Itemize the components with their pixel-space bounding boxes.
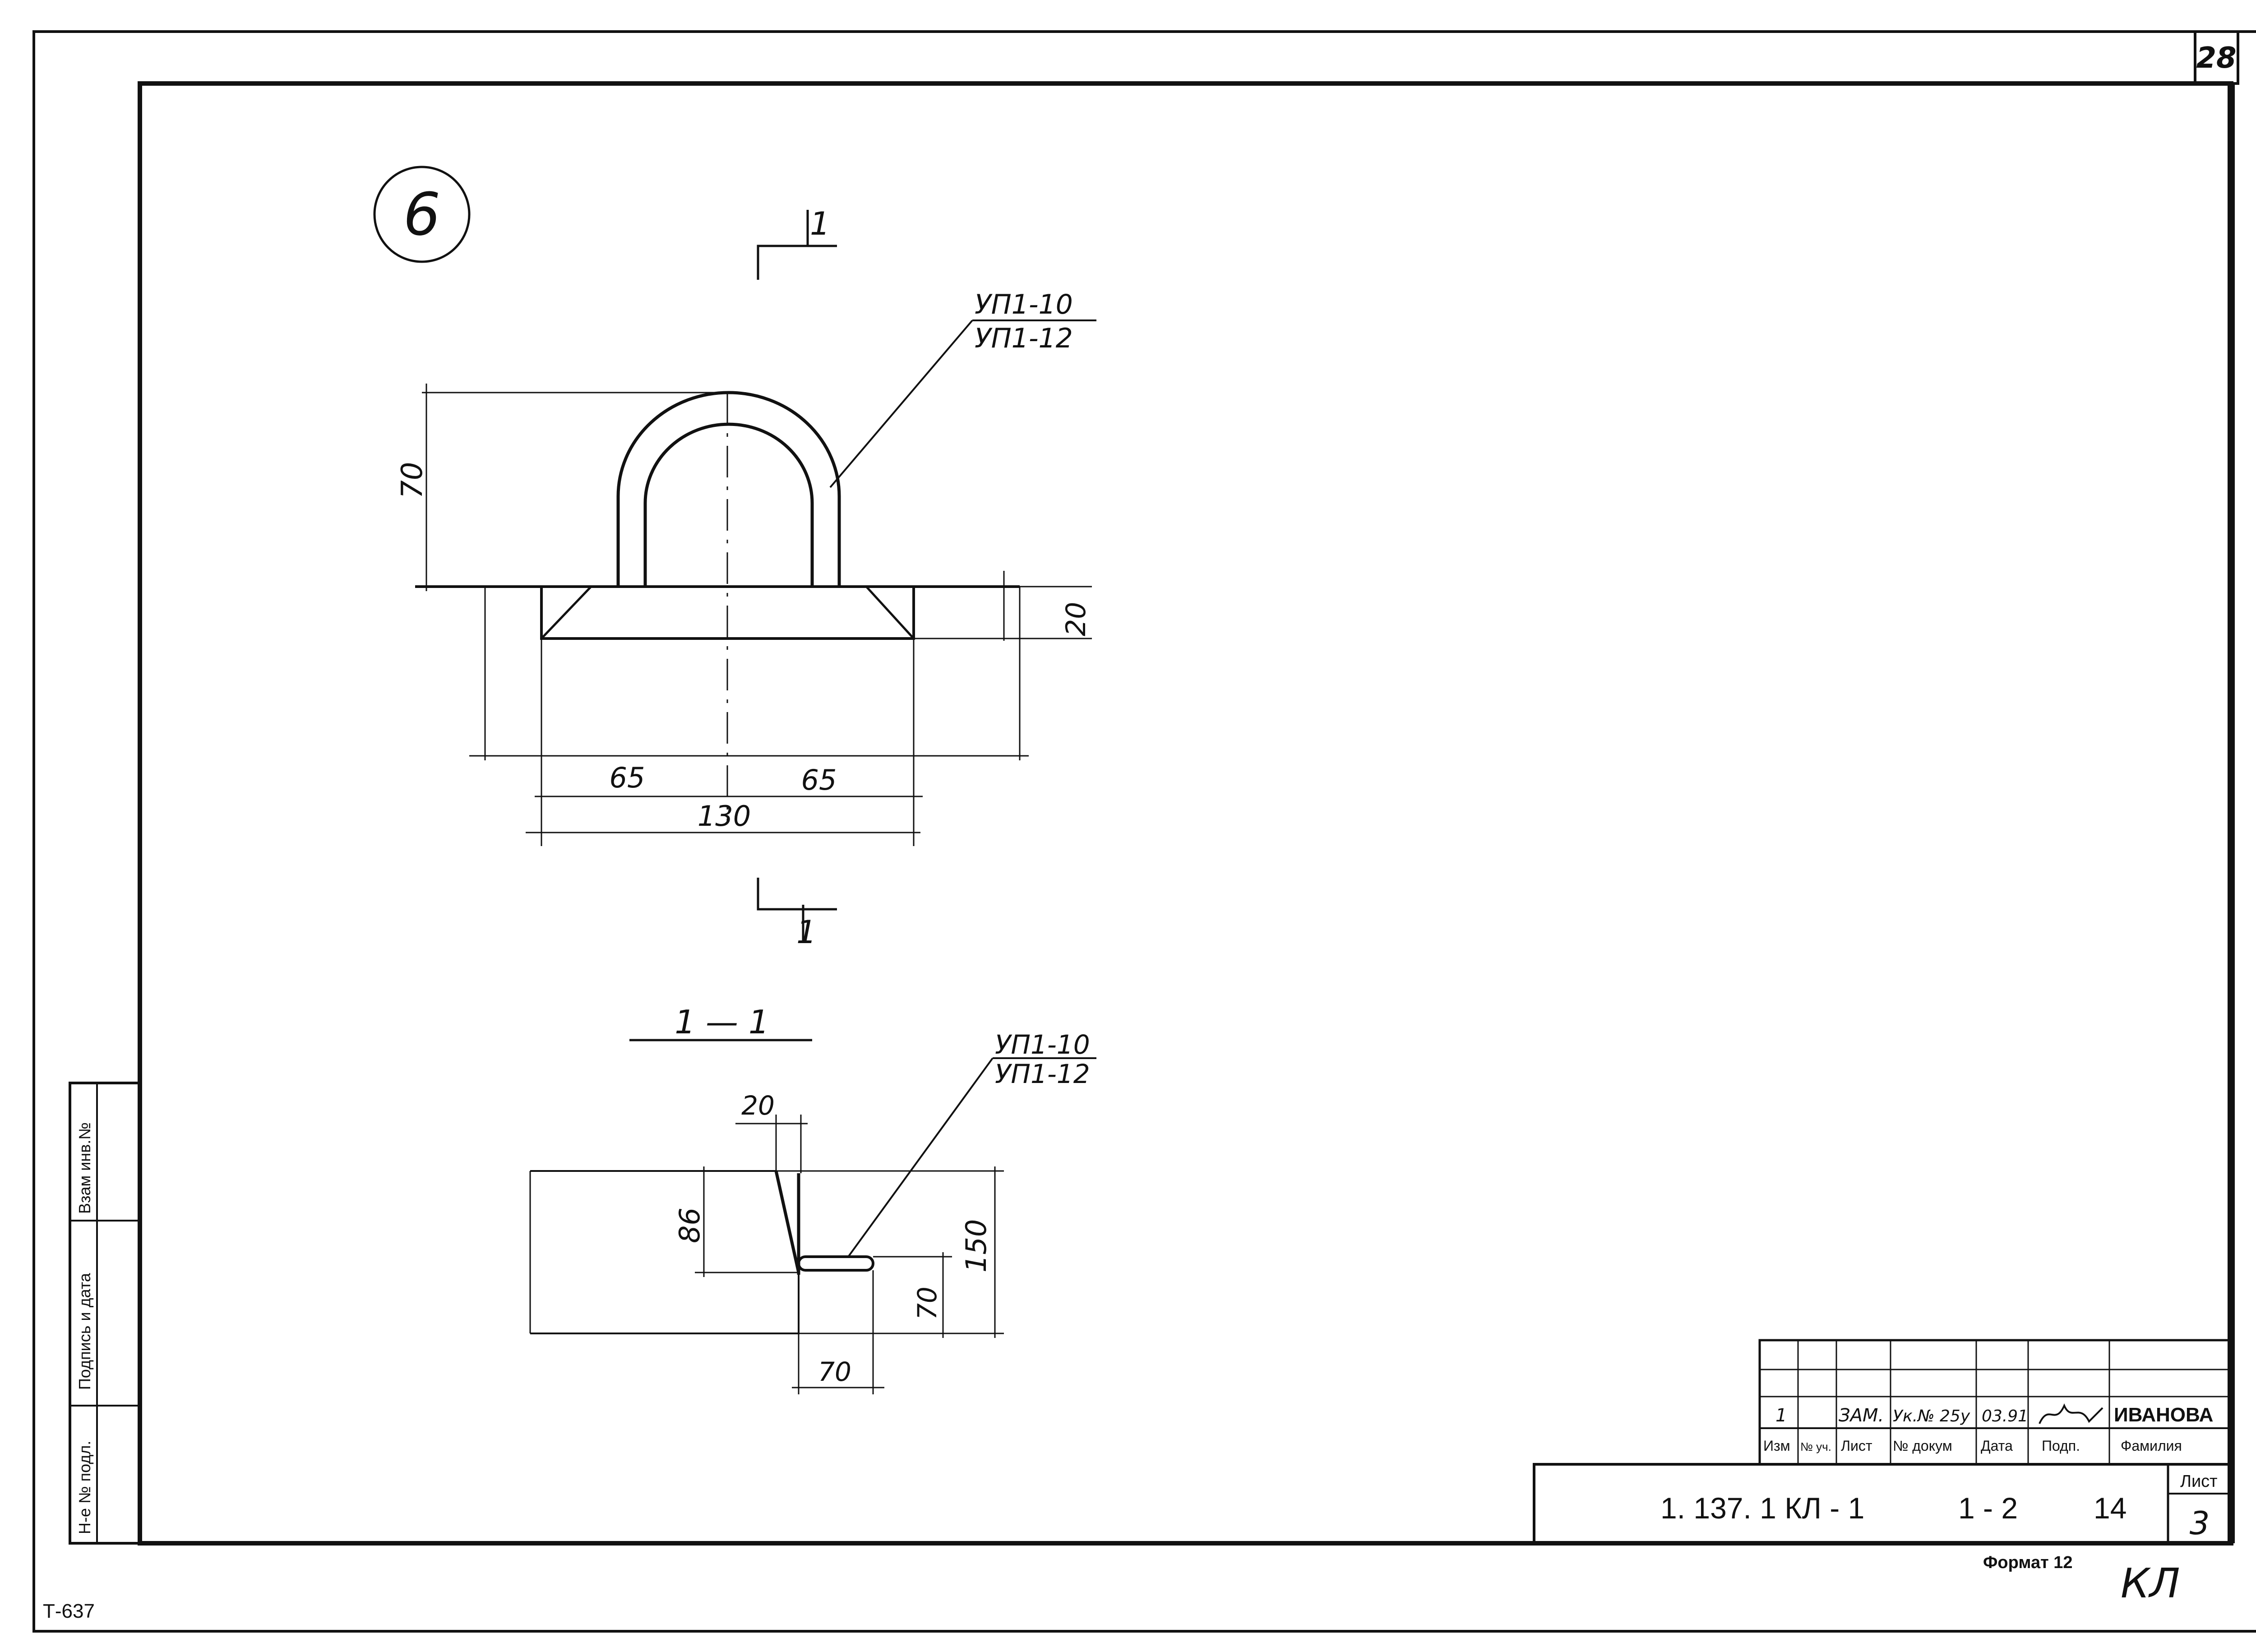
rev-izm: 1 bbox=[1775, 1405, 1787, 1426]
title-block bbox=[1533, 1339, 2233, 1545]
callout-bottom: УП1-10 УП1-12 bbox=[847, 1029, 1096, 1258]
detail-marker: 6 bbox=[373, 166, 471, 263]
designation-number: 14 bbox=[2094, 1491, 2127, 1525]
callout-bottom-line2: УП1-12 bbox=[995, 1059, 1090, 1089]
hdr-izm: Изм bbox=[1763, 1438, 1790, 1454]
rev-date: 03.91 bbox=[1982, 1407, 2028, 1425]
dim-base-height: 20 bbox=[1060, 602, 1092, 636]
corner-number: 28 bbox=[2196, 42, 2236, 75]
section-view-labels: 1 — 1 20 86 150 70 70 bbox=[673, 1003, 993, 1387]
rev-list: ЗАМ. bbox=[1839, 1405, 1884, 1426]
callout-top: УП1-10 УП1-12 bbox=[829, 289, 1096, 488]
title-block-text: 1 ЗАМ. Ук.№ 25у 03.91 ИВАНОВА Изм № уч. … bbox=[1660, 1403, 2218, 1542]
hdr-list: Лист bbox=[1841, 1438, 1872, 1454]
dim-half-right: 65 bbox=[801, 764, 837, 796]
callout-top-line1: УП1-10 bbox=[975, 289, 1073, 320]
detail-marker-number: 6 bbox=[403, 180, 441, 249]
hdr-sign: Подп. bbox=[2042, 1438, 2080, 1454]
footer-code: Т-637 bbox=[43, 1600, 95, 1622]
sheet-label: Лист bbox=[2180, 1472, 2218, 1491]
hdr-name: Фамилия bbox=[2121, 1438, 2182, 1454]
side-stamp-col3: Н-е № подл. bbox=[75, 1441, 94, 1534]
dim-height: 70 bbox=[396, 462, 429, 499]
dim-section-right-total: 150 bbox=[960, 1219, 993, 1273]
designation-part: 1 - 2 bbox=[1958, 1491, 2018, 1525]
section-title: 1 — 1 bbox=[675, 1003, 769, 1041]
rev-signature bbox=[2039, 1403, 2103, 1424]
plan-view-labels: 1 1 70 20 65 65 130 bbox=[396, 205, 1092, 951]
dim-section-bottom: 70 bbox=[818, 1356, 851, 1387]
sheet-frame bbox=[32, 30, 2256, 1633]
side-stamp-col1: Взам инв.№ bbox=[75, 1122, 94, 1214]
callout-bottom-line1: УП1-10 bbox=[995, 1029, 1090, 1060]
section-mark-bottom: 1 bbox=[796, 914, 817, 951]
plan-view bbox=[415, 210, 1092, 941]
sheet-value: 3 bbox=[2190, 1505, 2210, 1542]
dim-half-left: 65 bbox=[610, 761, 645, 794]
section-mark-top: 1 bbox=[810, 205, 830, 242]
side-stamp: Взам инв.№ Подпись и дата Н-е № подл. bbox=[69, 1082, 141, 1545]
format-label: Формат 12 bbox=[1983, 1553, 2073, 1572]
designation: 1. 137. 1 КЛ - 1 bbox=[1660, 1491, 1864, 1525]
section-view bbox=[529, 1039, 1004, 1394]
corner-number-box: 28 bbox=[2194, 30, 2239, 85]
hdr-date: Дата bbox=[1981, 1438, 2013, 1454]
dim-section-top: 20 bbox=[741, 1090, 775, 1121]
rev-doc: Ук.№ 25у bbox=[1893, 1407, 1970, 1425]
hdr-doc: № докум bbox=[1893, 1438, 1952, 1454]
rev-name: ИВАНОВА bbox=[2114, 1404, 2213, 1426]
dim-total: 130 bbox=[698, 800, 751, 833]
callout-top-line2: УП1-12 bbox=[975, 323, 1073, 354]
hdr-uch: № уч. bbox=[1800, 1440, 1831, 1453]
side-stamp-col2: Подпись и дата bbox=[75, 1273, 94, 1390]
dim-section-left: 86 bbox=[673, 1208, 706, 1243]
corner-mark: КЛ bbox=[2121, 1560, 2180, 1607]
dim-section-right-low: 70 bbox=[912, 1286, 943, 1320]
